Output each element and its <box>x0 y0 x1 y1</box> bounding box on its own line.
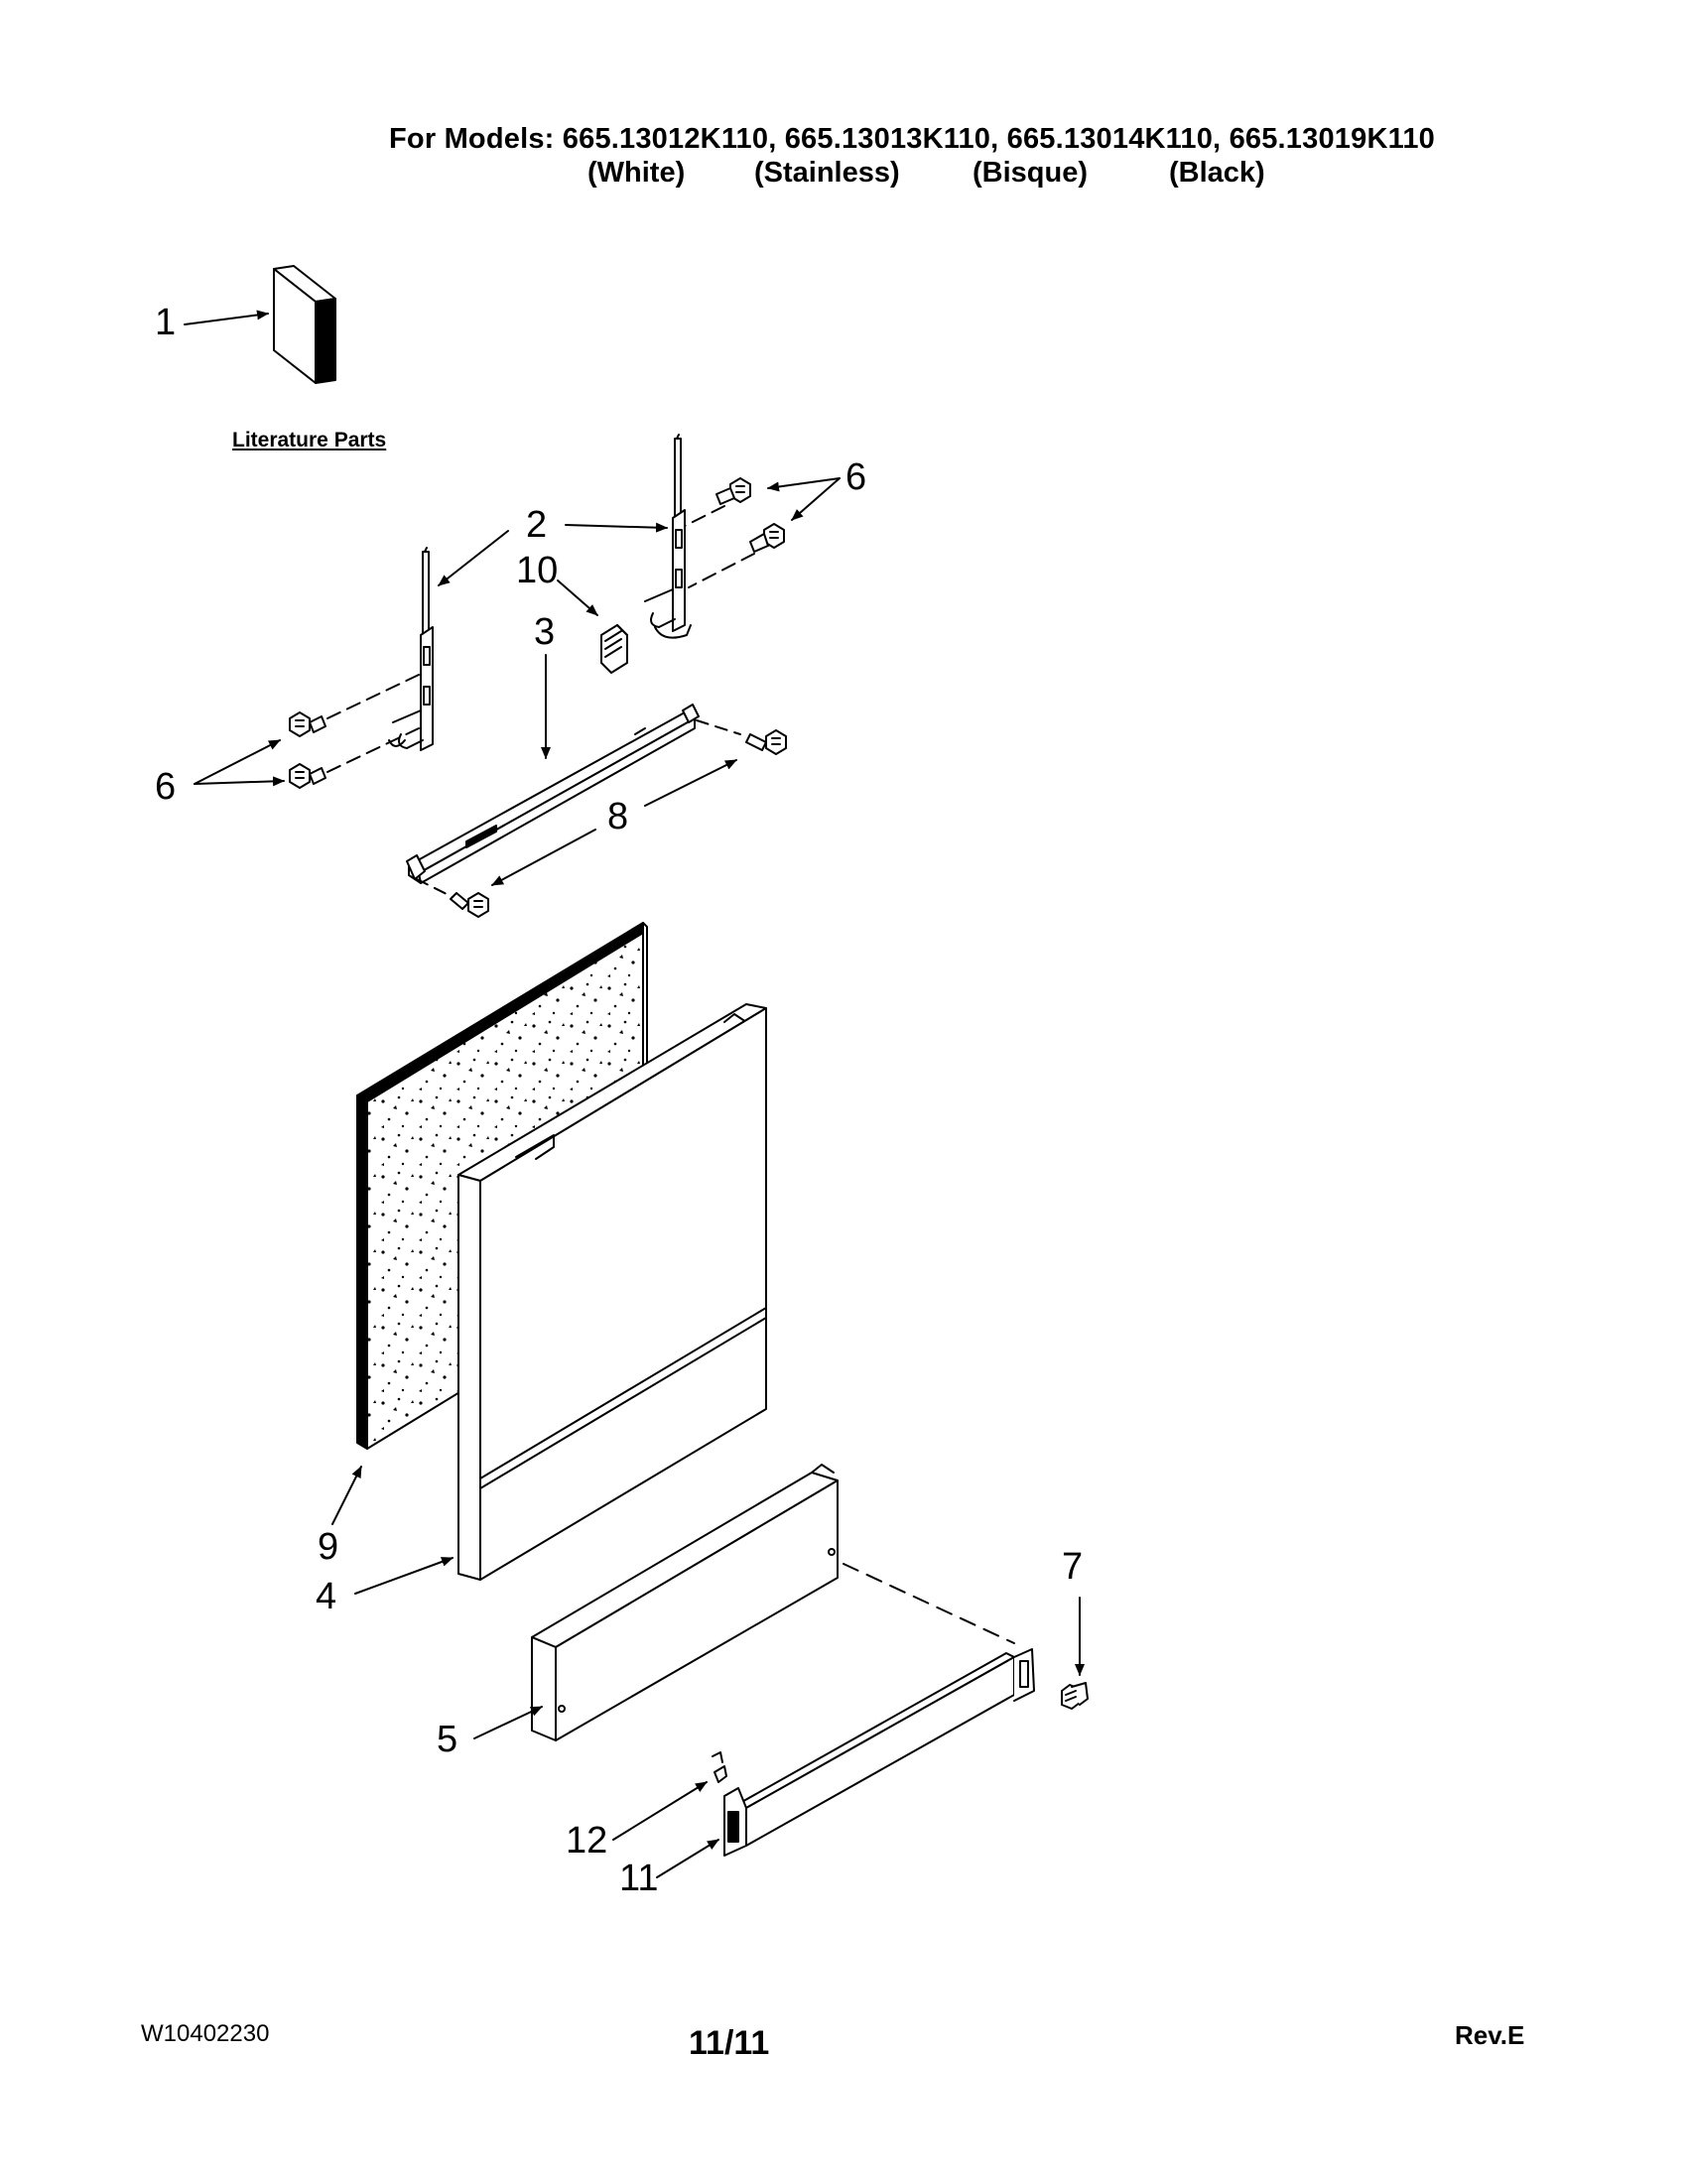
leader-line-6d <box>791 477 841 521</box>
rail-screw-left <box>450 892 489 918</box>
toe-panel-screw <box>1061 1682 1089 1710</box>
leader-line-6b <box>194 776 285 787</box>
hinge-screw-left-upper <box>289 711 326 737</box>
callout-1: 1 <box>155 302 177 343</box>
dash-line-rail-right <box>696 719 741 735</box>
door-rail <box>406 704 700 884</box>
document-number: W10402230 <box>141 2020 270 2047</box>
leader-line-10 <box>557 579 598 616</box>
finish-bisque: (Bisque) <box>973 157 1088 189</box>
leader-line-6a <box>194 739 281 785</box>
outer-door-panel <box>457 1003 767 1581</box>
hinge-screw-right-upper <box>715 477 751 505</box>
toe-panel-clip <box>712 1751 727 1783</box>
callout-7: 7 <box>1062 1546 1084 1588</box>
literature-parts-label: Literature Parts <box>232 429 387 451</box>
page-number: 11/11 <box>689 2024 770 2062</box>
dash-line-left-upper <box>326 674 420 719</box>
callout-6-right: 6 <box>845 456 867 498</box>
leader-line-8a <box>644 759 737 807</box>
callout-12: 12 <box>566 1820 608 1862</box>
callout-10: 10 <box>516 550 559 591</box>
leader-line-2a <box>438 530 509 586</box>
dash-line-toe <box>843 1563 1015 1644</box>
callout-5: 5 <box>437 1719 458 1760</box>
revision-label: Rev.E <box>1455 2020 1525 2050</box>
finish-stainless: (Stainless) <box>754 157 900 189</box>
callout-6-left: 6 <box>155 766 177 808</box>
dash-line-left-lower <box>326 727 420 773</box>
leader-line-1 <box>184 310 269 325</box>
finish-white: (White) <box>587 157 686 189</box>
dash-line-rail-left <box>416 878 454 898</box>
hinge-screw-right-lower <box>749 523 785 553</box>
leader-line-2b <box>565 522 668 533</box>
callout-3: 3 <box>534 611 556 653</box>
hinge-left <box>388 547 434 751</box>
models-heading: For Models: 665.13012K110, 665.13013K110… <box>389 123 1435 155</box>
finish-black: (Black) <box>1169 157 1265 189</box>
hinge-right <box>644 434 692 639</box>
callout-8: 8 <box>607 796 629 837</box>
literature-booklet <box>273 265 336 384</box>
dash-line-right-upper <box>684 505 725 527</box>
leader-line-8b <box>491 829 596 886</box>
leader-line-12 <box>612 1781 708 1841</box>
leader-line-5 <box>473 1706 543 1739</box>
rail-screw-right <box>745 729 787 755</box>
leader-line-11 <box>656 1839 719 1878</box>
hinge-screw-left-lower <box>289 763 326 789</box>
callout-2: 2 <box>526 504 548 546</box>
leader-line-6c <box>767 477 841 492</box>
callout-9: 9 <box>318 1526 339 1568</box>
leader-line-9 <box>331 1466 362 1525</box>
callout-11: 11 <box>619 1858 659 1899</box>
leader-line-4 <box>354 1557 454 1595</box>
hinge-clip <box>600 624 628 674</box>
toe-panel-bracket <box>531 1464 839 1741</box>
callout-4: 4 <box>316 1576 337 1617</box>
toe-kick-panel <box>723 1648 1035 1857</box>
dash-line-right-lower <box>688 553 755 588</box>
